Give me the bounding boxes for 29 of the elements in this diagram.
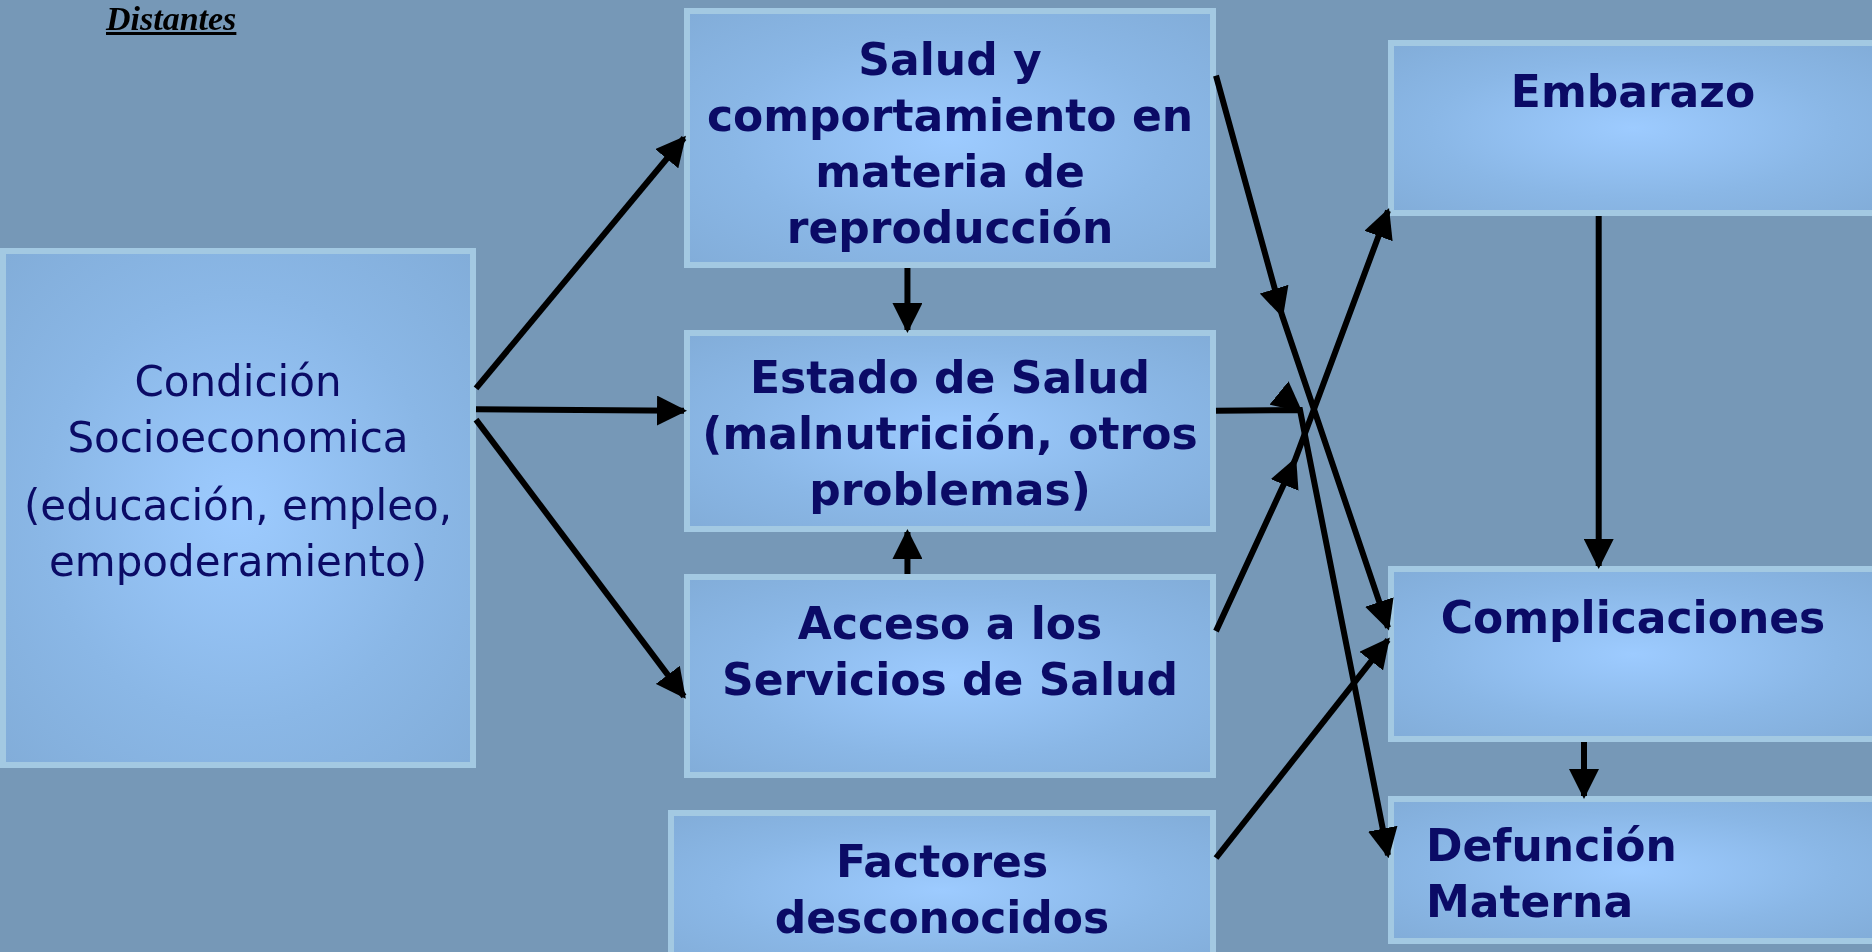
arrow bbox=[473, 135, 687, 391]
arrow bbox=[1213, 74, 1394, 631]
text-box bbox=[684, 330, 1216, 532]
arrow bbox=[892, 268, 923, 333]
box-text: Embarazo bbox=[1509, 65, 1757, 119]
text-box bbox=[1388, 40, 1872, 216]
text-box bbox=[684, 8, 1216, 268]
arrow bbox=[1583, 216, 1614, 569]
text-box bbox=[1388, 796, 1872, 944]
arrow bbox=[473, 417, 687, 699]
title: Distantes bbox=[106, 0, 237, 38]
box-text: Defunción Materna bbox=[1425, 819, 1678, 929]
arrow bbox=[1213, 637, 1391, 860]
text-box bbox=[684, 574, 1216, 778]
arrow bbox=[1215, 381, 1398, 858]
box-text: Factores desconocidos bbox=[773, 835, 1111, 945]
text-box bbox=[1388, 566, 1872, 742]
arrow bbox=[892, 529, 923, 574]
arrow bbox=[1569, 742, 1599, 799]
box-text: Salud y comportamiento en materia de reproducción bbox=[705, 33, 1195, 255]
box-text: Condición Socioeconomica bbox=[66, 356, 410, 464]
text-box bbox=[668, 810, 1216, 952]
box-text: Acceso a los Servicios de Salud bbox=[721, 597, 1179, 707]
box-text: (educación, empleo, empoderamiento) bbox=[22, 480, 454, 588]
arrow bbox=[1213, 208, 1393, 633]
box-text: Complicaciones bbox=[1439, 591, 1827, 645]
arrow bbox=[475, 395, 687, 426]
text-box bbox=[0, 248, 476, 768]
box-text: Estado de Salud (malnutrición, otros problemas) bbox=[701, 351, 1199, 517]
